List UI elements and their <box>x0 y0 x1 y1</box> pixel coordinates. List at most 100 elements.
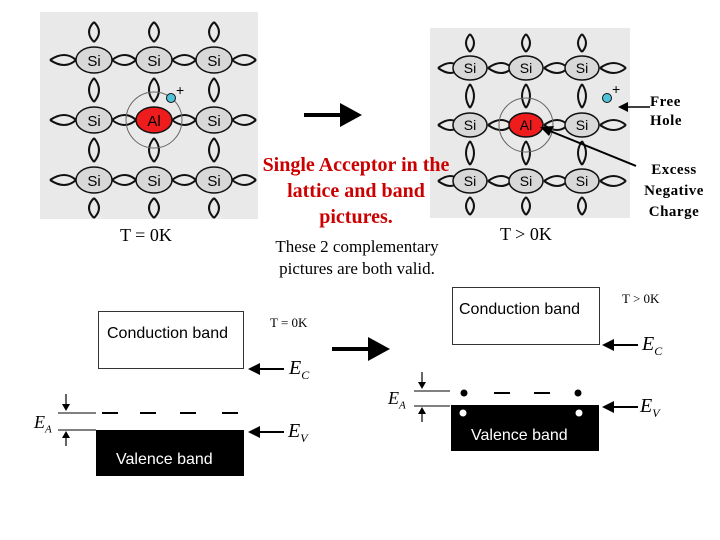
ec-subscript: C <box>654 344 663 358</box>
atom-shape <box>75 46 113 74</box>
atom-label: Si <box>147 173 160 190</box>
ea-label-right: EA <box>388 388 406 412</box>
ec-symbol: E <box>289 357 302 379</box>
electron-dot <box>574 389 582 397</box>
atom-label: Si <box>147 53 160 70</box>
acceptor-level-left <box>102 412 238 414</box>
al-orbit-ring <box>125 91 183 149</box>
atom-shape <box>195 106 233 134</box>
lattice-left-temp: T = 0K <box>120 225 172 245</box>
caption-title: Single Acceptor in the lattice and band … <box>262 154 450 228</box>
lattice-left-atoms <box>75 46 233 194</box>
ev-arrow-right <box>602 401 638 413</box>
band-right-temp: T > 0K <box>622 291 660 306</box>
atom-label: Si <box>207 113 220 130</box>
ea-subscript: A <box>399 399 406 412</box>
atom-shape <box>135 166 173 194</box>
conduction-band-label: Conduction band <box>459 301 580 318</box>
plus-sign: + <box>612 82 620 97</box>
lattice-right-atoms <box>452 55 600 194</box>
hole-dot <box>602 93 612 103</box>
lattice-right-svg: Si Si Si Si Al Si Si Si Si <box>437 33 627 216</box>
ea-subscript: A <box>45 423 52 436</box>
excess-charge-label: Excess Negative Charge <box>644 162 704 220</box>
free-hole-arrow <box>618 102 650 112</box>
ea-symbol: E <box>34 412 45 432</box>
free-hole-marker: + <box>602 82 620 103</box>
ev-label-left: EV <box>288 420 308 446</box>
ec-arrow-left <box>248 363 284 375</box>
atom-label: Si <box>87 173 100 190</box>
lattice-left-svg: Si Si Si Si Al Si Si Si Si + <box>49 21 257 219</box>
ea-label-left: EA <box>34 412 52 436</box>
atom-shape <box>508 168 544 194</box>
valence-band-label: Valence band <box>471 427 568 444</box>
plus-sign: + <box>176 82 184 98</box>
free-hole-label: Free Hole <box>650 94 682 129</box>
al-atom-shape <box>508 112 544 138</box>
atom-label: Si <box>520 60 532 76</box>
ec-arrow-right <box>602 339 638 351</box>
hole-dots <box>459 409 583 417</box>
atom-shape <box>452 55 488 81</box>
atom-label: Si <box>464 60 476 76</box>
atom-shape <box>564 55 600 81</box>
caption-subtitle: These 2 complementary pictures are both … <box>275 237 439 278</box>
al-atom-shape <box>135 106 173 134</box>
valence-band-right: Valence band <box>451 405 599 451</box>
atom-shape <box>135 46 173 74</box>
ea-symbol: E <box>388 388 399 408</box>
atom-shape <box>75 166 113 194</box>
atom-label: Si <box>464 173 476 189</box>
conduction-band-label: Conduction band <box>107 325 228 342</box>
ec-subscript: C <box>301 368 310 382</box>
atom-shape <box>452 112 488 138</box>
ec-label-right: EC <box>642 333 662 359</box>
acceptor-level-right <box>460 389 582 397</box>
ec-label-left: EC <box>289 357 309 383</box>
ev-subscript: V <box>652 406 660 420</box>
atom-label: Si <box>576 60 588 76</box>
atom-label: Si <box>464 117 476 133</box>
atom-label: Al <box>147 113 160 130</box>
atom-label: Si <box>576 173 588 189</box>
ev-symbol: E <box>640 395 653 417</box>
atom-label: Si <box>207 53 220 70</box>
atom-shape <box>508 55 544 81</box>
atom-label: Si <box>520 173 532 189</box>
atom-shape <box>195 166 233 194</box>
valence-band-left: Valence band <box>96 430 244 476</box>
lattice-panel-left: Si Si Si Si Al Si Si Si Si + <box>40 12 258 219</box>
ev-symbol: E <box>288 420 301 442</box>
atom-shape <box>564 168 600 194</box>
ea-marker-left <box>58 394 96 446</box>
lattice-panel-right: Si Si Si Si Al Si Si Si Si <box>430 28 630 218</box>
excess-charge-arrow <box>540 126 637 167</box>
hole-dot <box>459 409 467 417</box>
atom-shape <box>75 106 113 134</box>
atom-label: Si <box>576 117 588 133</box>
transition-arrow-top <box>304 103 362 127</box>
conduction-band-left: Conduction band <box>98 311 244 369</box>
atom-shape <box>195 46 233 74</box>
lattice-right-temp: T > 0K <box>500 224 552 244</box>
atom-shape <box>564 112 600 138</box>
conduction-band-right: Conduction band <box>452 287 600 345</box>
electron-dot <box>460 389 468 397</box>
atom-label: Si <box>207 173 220 190</box>
ev-label-right: EV <box>640 395 660 421</box>
band-left-temp: T = 0K <box>270 315 308 330</box>
ec-symbol: E <box>642 333 655 355</box>
hole-dot <box>575 409 583 417</box>
ev-arrow-left <box>248 426 284 438</box>
transition-arrow-bottom <box>332 337 390 361</box>
atom-label: Si <box>87 53 100 70</box>
atom-label: Al <box>520 117 532 133</box>
ea-marker-right <box>414 372 450 422</box>
atom-label: Si <box>87 113 100 130</box>
atom-shape <box>452 168 488 194</box>
ev-subscript: V <box>300 431 308 445</box>
al-orbit-ring <box>498 97 554 153</box>
hole-dot <box>166 93 176 103</box>
valence-band-label: Valence band <box>116 451 213 468</box>
